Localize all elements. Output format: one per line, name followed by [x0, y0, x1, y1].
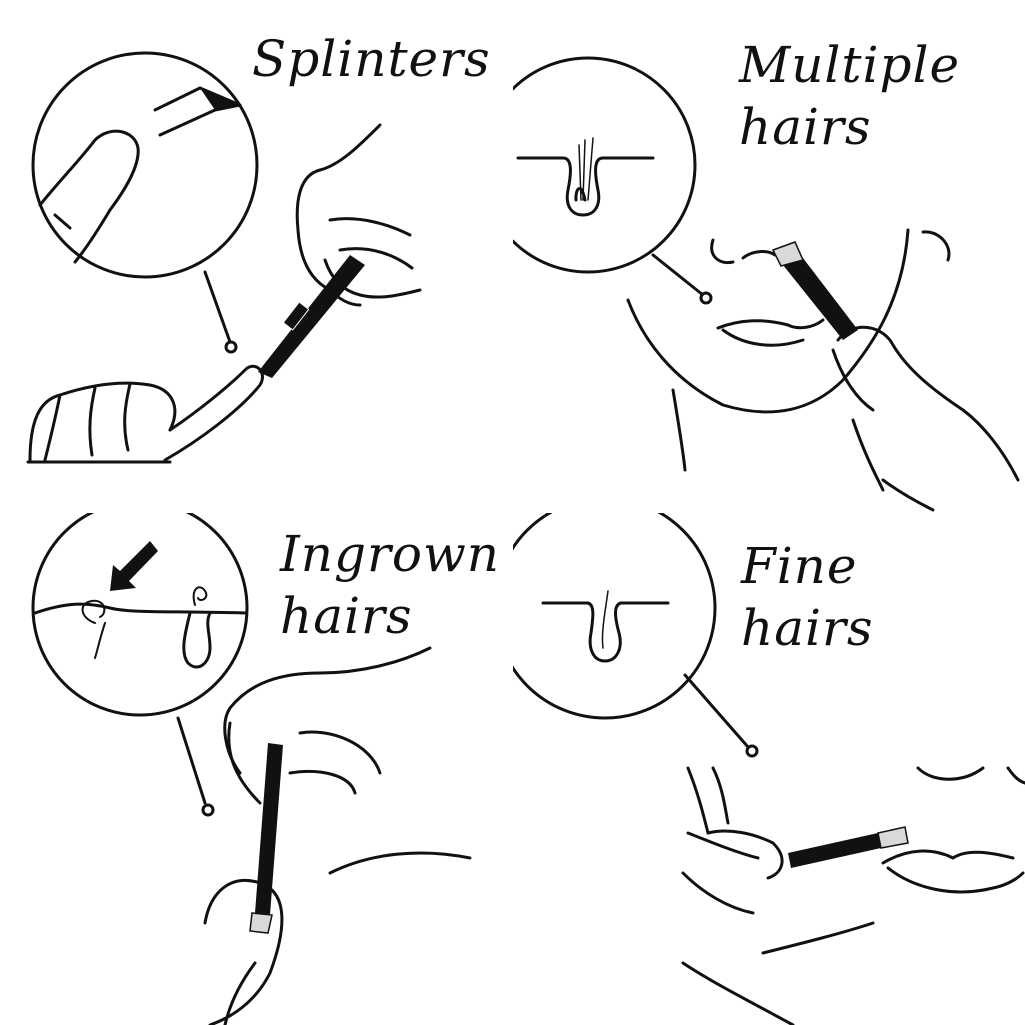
caption-splinters: Splinters	[252, 28, 491, 90]
caption-multiple-line1: Multiple	[739, 36, 961, 94]
caption-ingrown-line1: Ingrown	[280, 525, 500, 583]
connector-dot	[201, 803, 215, 817]
multiple-hairs-illustration	[513, 56, 1020, 512]
tweezer	[258, 255, 365, 378]
panel-multiple-hairs: Multiple hairs	[513, 0, 1025, 512]
connector-dot	[699, 291, 713, 305]
caption-fine-hairs: Fine hairs	[741, 535, 874, 659]
ingrown-hairs-illustration	[31, 513, 472, 1025]
caption-splinters-text: Splinters	[252, 30, 491, 88]
fine-hairs-illustration	[513, 513, 1025, 1025]
zoom-circle	[513, 513, 717, 720]
caption-multiple-line2: hairs	[739, 98, 872, 156]
zoom-circle	[31, 513, 249, 717]
tweezer	[771, 241, 858, 340]
caption-multiple-hairs: Multiple hairs	[739, 34, 960, 158]
tweezer	[249, 743, 283, 934]
panel-fine-hairs: Fine hairs	[513, 513, 1025, 1025]
splinters-illustration	[26, 51, 422, 464]
caption-fine-line1: Fine	[741, 537, 858, 595]
caption-ingrown-hairs: Ingrown hairs	[280, 523, 500, 647]
zoom-circle	[513, 56, 697, 274]
panel-ingrown-hairs: Ingrown hairs	[0, 513, 512, 1025]
caption-ingrown-line2: hairs	[280, 587, 413, 645]
panel-splinters: Splinters	[0, 0, 512, 512]
arrow-icon	[110, 541, 158, 591]
connector-dot	[745, 744, 759, 758]
zoom-circle	[31, 51, 259, 279]
caption-fine-line2: hairs	[741, 599, 874, 657]
connector-dot	[224, 340, 238, 354]
tweezer	[788, 826, 909, 868]
